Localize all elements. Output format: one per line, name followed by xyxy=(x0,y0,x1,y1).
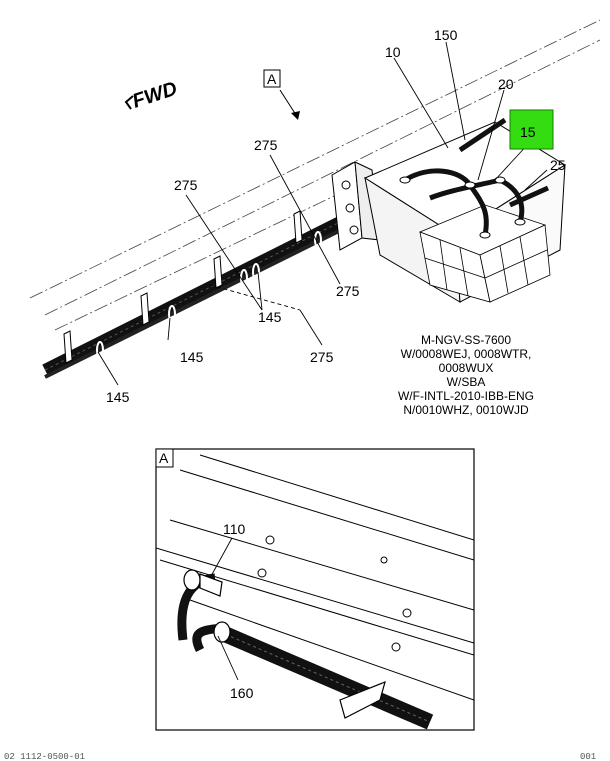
highlighted-callout-box[interactable] xyxy=(509,109,554,150)
applicability-line-5: W/F-INTL-2010-IBB-ENG xyxy=(398,389,534,403)
harness-clips xyxy=(63,210,303,364)
footer-reference-left: 02 1112-0500-01 xyxy=(4,752,85,761)
detail-leader-lines xyxy=(209,537,239,681)
cable-terminals xyxy=(399,176,526,239)
wiring-harness xyxy=(42,216,346,379)
applicability-line-4: W/SBA xyxy=(447,375,486,389)
callout-150[interactable]: 150 xyxy=(434,27,458,43)
footer-reference-right: 001 xyxy=(580,752,596,761)
callout-labels: 10 150 20 15 25 275 275 275 275 145 145 … xyxy=(106,27,566,405)
callout-275-lower[interactable]: 275 xyxy=(310,349,334,365)
detail-view-a: A xyxy=(155,448,475,731)
applicability-line-3: 0008WUX xyxy=(439,361,494,375)
detail-label: A xyxy=(159,450,169,466)
callout-15[interactable]: 15 xyxy=(520,124,536,140)
battery-group xyxy=(418,204,551,303)
view-arrow-icon xyxy=(291,111,300,120)
forward-arrow-icon xyxy=(124,95,134,110)
view-a-box xyxy=(263,69,281,88)
callout-10[interactable]: 10 xyxy=(385,44,401,60)
detail-label-box xyxy=(155,448,174,468)
applicability-note: M-NGV-SS-7600 W/0008WEJ, 0008WTR, 0008WU… xyxy=(398,333,534,417)
forward-label: FWD xyxy=(130,78,180,113)
frame-rail-outline xyxy=(29,19,601,331)
applicability-line-6: N/0010WHZ, 0010WJD xyxy=(403,403,529,417)
forward-direction-indicator: FWD xyxy=(124,78,180,113)
callout-110[interactable]: 110 xyxy=(223,521,246,537)
view-a-pointer: A xyxy=(263,69,300,120)
callout-145-center[interactable]: 145 xyxy=(180,349,204,365)
leader-lines xyxy=(97,41,548,386)
upper-assembly-view: FWD A xyxy=(29,19,601,417)
battery-cables xyxy=(403,117,550,236)
callout-145-middle[interactable]: 145 xyxy=(258,309,282,325)
callout-275-right[interactable]: 275 xyxy=(336,283,360,299)
callout-145-left[interactable]: 145 xyxy=(106,389,130,405)
rail-bolts xyxy=(257,535,412,652)
view-a-label: A xyxy=(267,71,277,87)
callout-160[interactable]: 160 xyxy=(230,685,254,701)
callout-275-upper[interactable]: 275 xyxy=(254,137,278,153)
detail-frame-rail xyxy=(156,454,474,701)
callout-25[interactable]: 25 xyxy=(550,157,566,173)
detail-clamps xyxy=(183,569,386,719)
callout-20[interactable]: 20 xyxy=(498,76,514,92)
applicability-line-1: M-NGV-SS-7600 xyxy=(421,333,511,347)
callout-275-left[interactable]: 275 xyxy=(174,177,198,193)
applicability-line-2: W/0008WEJ, 0008WTR, xyxy=(401,347,532,361)
